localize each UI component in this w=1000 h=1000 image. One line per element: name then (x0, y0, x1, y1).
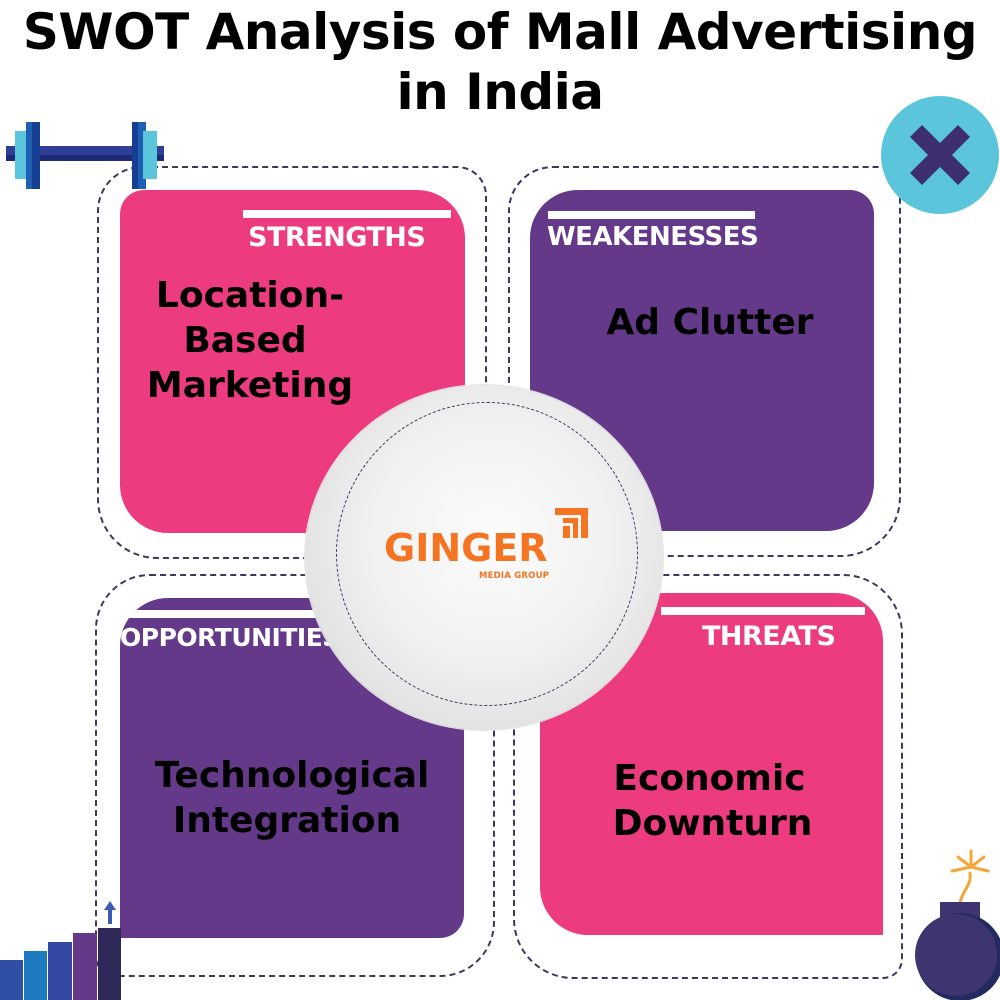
logo-subtitle: MEDIA GROUP (479, 571, 550, 581)
strengths-label: STRENGTHS (248, 222, 426, 253)
title-line-2: in India (396, 63, 604, 121)
page-title: SWOT Analysis of Mall Advertising in Ind… (0, 2, 1000, 122)
growth-bar-chart-icon (0, 901, 121, 1000)
opportunities-text-line: Technological (154, 755, 430, 796)
opportunities-text-line: Integration (172, 800, 402, 841)
center-dashed-ring (336, 402, 638, 706)
title-line-1: SWOT Analysis of Mall Advertising (22, 3, 978, 61)
strengths-frame (97, 166, 487, 559)
threats-header-rule (661, 607, 865, 615)
opportunities-label: OPPORTUNITIES (120, 623, 340, 652)
dumbbell-icon (6, 122, 164, 189)
strengths-text: Location- Based Marketing (120, 273, 380, 408)
threats-card: THREATS Economic Downturn (540, 593, 883, 935)
strengths-text-line: Location- (155, 275, 345, 316)
logo-wordmark: GINGER (384, 526, 548, 570)
weaknesses-frame (508, 166, 901, 557)
strengths-header-rule (243, 210, 451, 218)
logo-mark-icon (555, 508, 588, 538)
opportunities-frame (95, 574, 495, 977)
strengths-card: STRENGTHS Location- Based Marketing (120, 190, 465, 533)
threats-frame (513, 574, 903, 979)
close-x-icon (881, 96, 999, 214)
weaknesses-label: WEAKENESSES (547, 222, 759, 252)
threats-label: THREATS (702, 621, 836, 652)
threats-text: Economic Downturn (540, 756, 883, 846)
weaknesses-text-line: Ad Clutter (606, 302, 814, 343)
weaknesses-text: Ad Clutter (560, 300, 860, 345)
threats-text-line: Downturn (612, 803, 813, 844)
strengths-text-line: Based (183, 320, 307, 361)
weaknesses-header-rule (548, 211, 755, 219)
bomb-icon (915, 849, 1000, 1000)
opportunities-header-rule (120, 610, 350, 618)
opportunities-text: Technological Integration (120, 753, 464, 843)
threats-text-line: Economic (613, 758, 806, 799)
strengths-text-line: Marketing (146, 365, 354, 406)
